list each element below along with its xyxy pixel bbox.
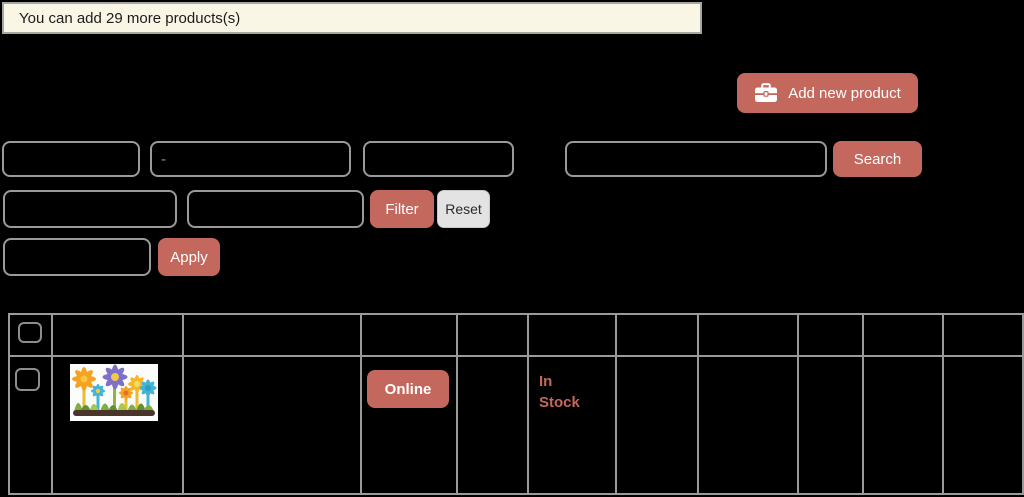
add-new-product-label: Add new product — [788, 84, 901, 102]
row-empty-cell — [797, 355, 864, 495]
online-status-badge[interactable]: Online — [367, 370, 449, 408]
row-empty-cell — [456, 355, 529, 495]
filter-input-e[interactable] — [187, 190, 364, 228]
filter-input-d[interactable] — [3, 190, 177, 228]
row-status-cell: Online — [360, 355, 458, 495]
search-button[interactable]: Search — [833, 141, 922, 177]
row-select-cell — [8, 355, 53, 495]
briefcase-icon — [754, 83, 778, 103]
table-header-cell — [942, 313, 1024, 357]
table-header-cell — [360, 313, 458, 357]
add-new-product-button[interactable]: Add new product — [737, 73, 918, 113]
reset-button[interactable]: Reset — [437, 190, 490, 228]
stock-status-label: In Stock — [539, 373, 580, 411]
filter-input-a[interactable] — [2, 141, 140, 177]
product-row: Online In Stock — [8, 355, 1024, 495]
row-empty-cell — [942, 355, 1024, 495]
table-header-cell — [527, 313, 617, 357]
search-input[interactable] — [565, 141, 827, 177]
select-all-checkbox[interactable] — [18, 322, 42, 343]
bulk-action-input[interactable] — [3, 238, 151, 276]
table-header-cell — [51, 313, 184, 357]
table-header-cell — [697, 313, 799, 357]
alert-banner: You can add 29 more products(s) — [2, 2, 702, 34]
table-header-cell — [862, 313, 944, 357]
table-header-cell — [182, 313, 362, 357]
filter-input-c[interactable] — [363, 141, 514, 177]
table-header-cell — [797, 313, 864, 357]
filter-button[interactable]: Filter — [370, 190, 434, 228]
products-table: Online In Stock — [8, 313, 1024, 495]
table-header-select — [8, 313, 53, 357]
table-header-cell — [615, 313, 699, 357]
table-header-row — [8, 313, 1024, 357]
apply-button[interactable]: Apply — [158, 238, 220, 276]
paper-flowers-image — [70, 364, 182, 426]
row-name-cell — [182, 355, 362, 495]
row-stock-cell: In Stock — [527, 355, 617, 495]
row-empty-cell — [697, 355, 799, 495]
row-thumbnail-cell — [51, 355, 184, 495]
row-empty-cell — [615, 355, 699, 495]
row-checkbox[interactable] — [15, 368, 40, 391]
row-empty-cell — [862, 355, 944, 495]
alert-banner-text: You can add 29 more products(s) — [19, 9, 241, 27]
filter-input-b[interactable] — [150, 141, 351, 177]
table-header-cell — [456, 313, 529, 357]
